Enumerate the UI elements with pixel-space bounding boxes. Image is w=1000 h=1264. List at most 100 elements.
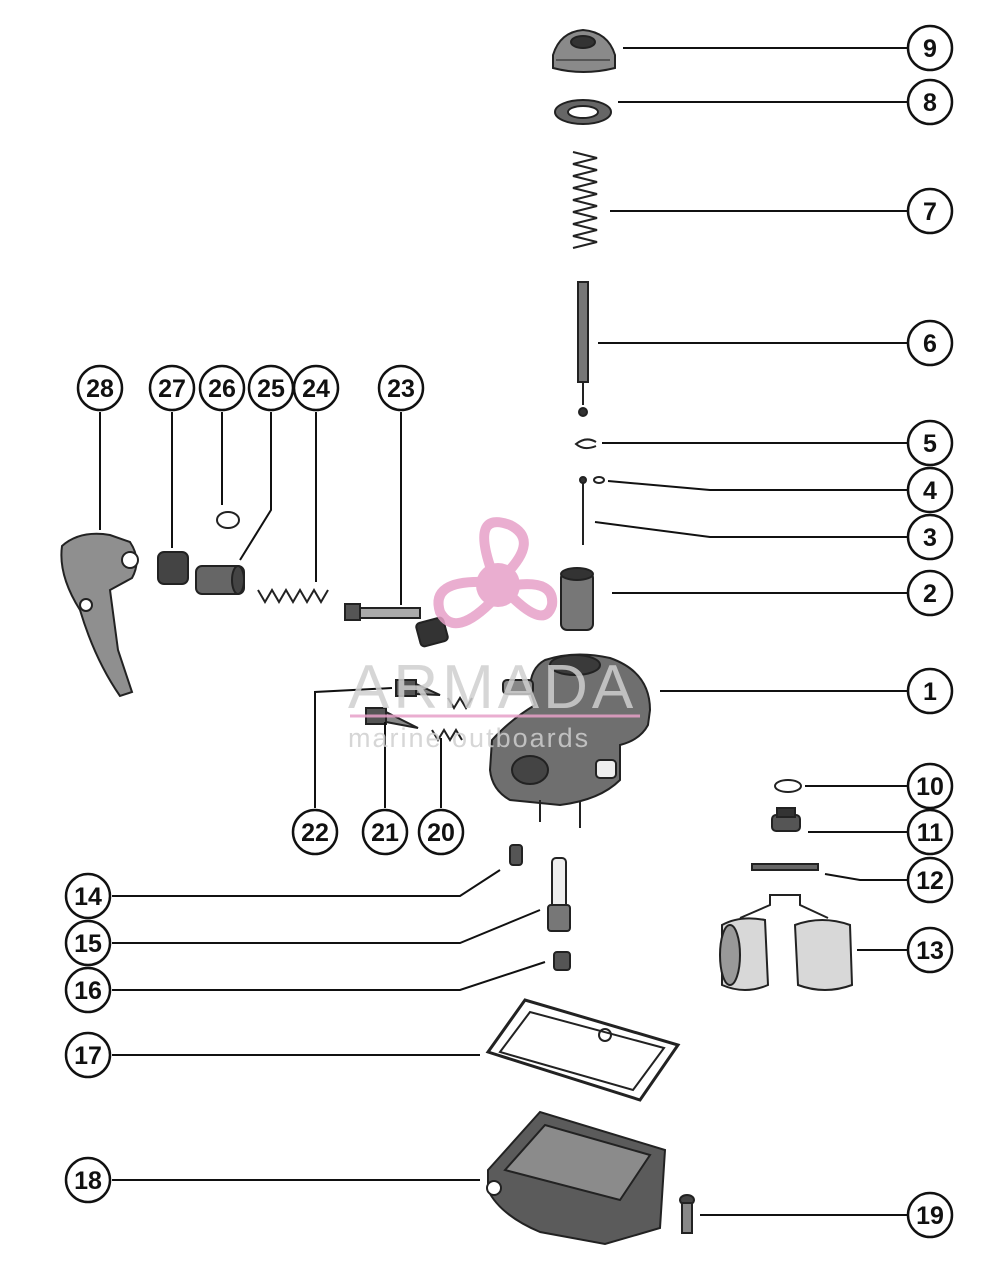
callout-circle <box>361 808 409 856</box>
callout-9: 9 <box>906 24 954 72</box>
callout-15: 15 <box>64 919 112 967</box>
part-23-choke-plunger <box>344 603 449 648</box>
callout-number: 11 <box>917 819 944 847</box>
callout-circle <box>906 78 954 126</box>
callout-circle <box>64 966 112 1014</box>
part-4-o-ring <box>593 476 605 484</box>
callout-circle <box>906 762 954 810</box>
part-28-choke-lever <box>60 532 139 698</box>
part-13-float <box>719 894 854 991</box>
part-8-gasket-ring <box>554 99 612 125</box>
callout-23: 23 <box>377 364 425 412</box>
callout-16: 16 <box>64 966 112 1014</box>
callout-number: 25 <box>257 375 285 403</box>
callout-18: 18 <box>64 1156 112 1204</box>
callout-circle <box>64 872 112 920</box>
part-5-clip <box>574 438 597 450</box>
callout-circle <box>906 856 954 904</box>
callout-8: 8 <box>906 78 954 126</box>
part-14-jet <box>509 844 523 866</box>
callout-number: 16 <box>74 977 102 1005</box>
callout-11: 11 <box>906 808 954 856</box>
callout-circle <box>906 419 954 467</box>
callout-6: 6 <box>906 319 954 367</box>
part-26-o-ring <box>216 511 240 529</box>
callout-number: 23 <box>387 375 415 403</box>
callout-7: 7 <box>906 187 954 235</box>
callout-circle <box>906 466 954 514</box>
callout-circle <box>198 364 246 412</box>
callout-1: 1 <box>906 667 954 715</box>
callout-number: 7 <box>923 198 937 226</box>
callout-number: 24 <box>302 375 330 403</box>
part-15-emulsion-tube <box>547 857 571 932</box>
callout-circle <box>906 513 954 561</box>
callout-number: 26 <box>208 375 236 403</box>
callout-number: 6 <box>923 330 937 358</box>
callout-circle <box>291 808 339 856</box>
callout-5: 5 <box>906 419 954 467</box>
callout-22: 22 <box>291 808 339 856</box>
part-6-needle-rod <box>577 281 589 417</box>
callout-circle <box>64 919 112 967</box>
callout-number: 1 <box>923 678 937 706</box>
leader-lines <box>99 47 907 1216</box>
callout-number: 21 <box>371 819 399 847</box>
part-9-cap <box>552 28 616 73</box>
callout-13: 13 <box>906 926 954 974</box>
part-27-nut <box>157 551 189 585</box>
callout-12: 12 <box>906 856 954 904</box>
callout-2: 2 <box>906 569 954 617</box>
part-17-bowl-gasket <box>485 998 681 1102</box>
callout-28: 28 <box>76 364 124 412</box>
part-18-float-bowl <box>486 1110 667 1246</box>
callout-number: 20 <box>427 819 455 847</box>
part-7-spring <box>572 151 598 249</box>
callout-circle <box>906 24 954 72</box>
callout-circle <box>377 364 425 412</box>
part-20b-spring <box>447 696 473 710</box>
callout-26: 26 <box>198 364 246 412</box>
callout-circle <box>906 1191 954 1239</box>
callout-10: 10 <box>906 762 954 810</box>
callout-number: 17 <box>74 1042 102 1070</box>
callout-number: 22 <box>301 819 329 847</box>
callout-circle <box>64 1156 112 1204</box>
part-24-spring <box>257 588 329 604</box>
callout-4: 4 <box>906 466 954 514</box>
callout-circle <box>906 319 954 367</box>
part-20-spring <box>431 728 463 742</box>
callout-circle <box>417 808 465 856</box>
callout-number: 4 <box>923 477 937 505</box>
callout-number: 12 <box>916 867 944 895</box>
callout-number: 3 <box>923 524 937 552</box>
callout-circle <box>906 187 954 235</box>
part-3-needle <box>579 476 587 545</box>
callout-circle <box>76 364 124 412</box>
watermark-subtitle: marine outboards <box>348 723 590 753</box>
part-12-pin <box>751 863 819 871</box>
callout-17: 17 <box>64 1031 112 1079</box>
callout-19: 19 <box>906 1191 954 1239</box>
callout-number: 9 <box>923 35 937 63</box>
callout-25: 25 <box>247 364 295 412</box>
part-16-main-jet <box>553 951 571 971</box>
callout-number: 8 <box>923 89 937 117</box>
callout-number: 14 <box>74 883 102 911</box>
callout-circle <box>906 569 954 617</box>
part-22-idle-screw <box>395 679 441 697</box>
callout-layer: 1234567891011121314151617181920212223242… <box>64 24 954 1239</box>
part-19-screw <box>679 1194 695 1234</box>
callout-number: 27 <box>158 375 186 403</box>
callout-number: 28 <box>86 375 114 403</box>
callout-24: 24 <box>292 364 340 412</box>
callout-circle <box>148 364 196 412</box>
callout-circle <box>906 926 954 974</box>
part-1-carburetor-body <box>488 653 652 828</box>
callout-circle <box>247 364 295 412</box>
callout-circle <box>906 808 954 856</box>
watermark-title: ARMADA <box>348 653 637 722</box>
part-11-plug <box>771 807 801 832</box>
callout-number: 10 <box>916 773 944 801</box>
